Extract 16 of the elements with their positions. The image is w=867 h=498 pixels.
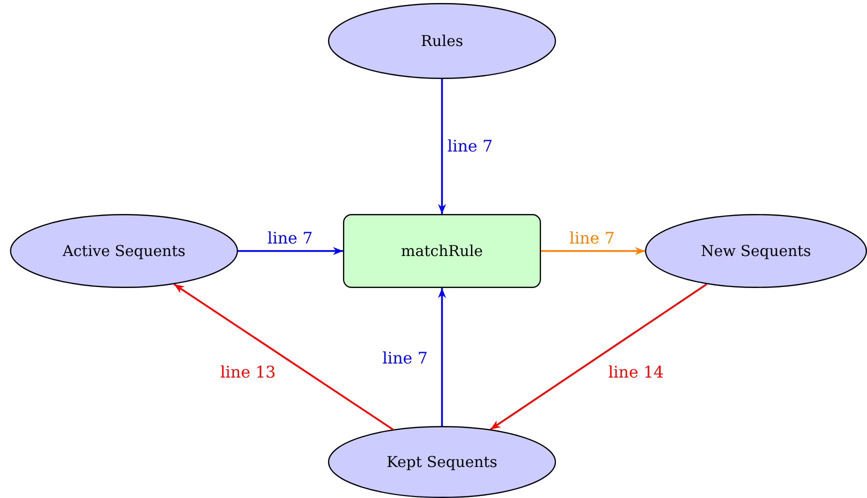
arrow <box>490 283 708 430</box>
process-box <box>343 214 541 288</box>
arrow <box>438 288 446 426</box>
node-label: New Sequents <box>700 242 812 260</box>
arrow <box>438 79 446 214</box>
node-label: Kept Sequents <box>386 453 498 471</box>
ellipse-node <box>645 214 867 288</box>
node-label: matchRule <box>401 242 483 260</box>
node-label: Rules <box>420 32 464 50</box>
arrow <box>541 247 645 255</box>
ellipse-node <box>328 3 556 79</box>
ellipse-node <box>10 214 238 288</box>
ellipse-node <box>328 426 556 498</box>
arrow <box>238 247 343 255</box>
node-label: Active Sequents <box>62 242 186 260</box>
arrow <box>174 283 394 430</box>
